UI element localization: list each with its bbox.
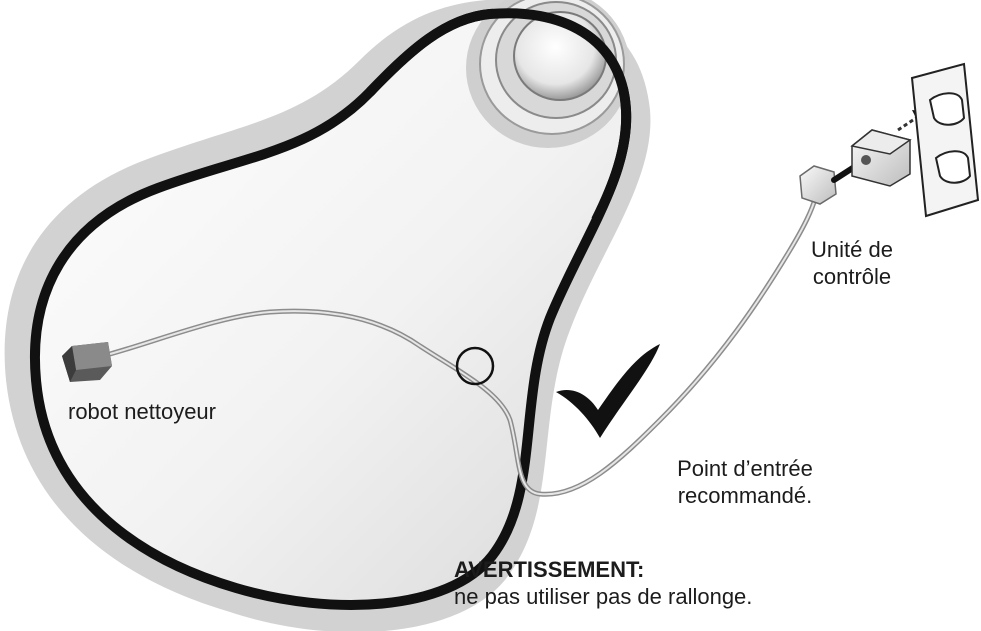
- warning-title: AVERTISSEMENT:: [454, 557, 645, 582]
- control-unit-label-line1: Unité de: [811, 237, 893, 262]
- entry-point-label: Point d’entrée recommandé.: [650, 455, 840, 509]
- warning-block: AVERTISSEMENT: ne pas utiliser pas de ra…: [454, 556, 752, 610]
- floating-cable-highlight: [109, 195, 817, 496]
- wall-outlet-icon: [910, 62, 980, 218]
- pool-skimmer: [466, 0, 630, 148]
- warning-text: ne pas utiliser pas de rallonge.: [454, 584, 753, 609]
- entry-point-label-line2: recommandé.: [677, 483, 813, 508]
- control-unit-label: Unité de contrôle: [792, 236, 912, 290]
- outlet-adapter: [850, 110, 930, 187]
- entry-point-label-line1: Point d’entrée: [677, 456, 813, 481]
- robot-cleaner-icon: [62, 342, 112, 382]
- robot-label: robot nettoyeur: [68, 399, 216, 424]
- entry-point-marker: [455, 346, 495, 386]
- checkmark-icon: [556, 344, 660, 438]
- control-unit-label-line2: contrôle: [812, 264, 892, 289]
- pool-rim-top: [366, 8, 632, 223]
